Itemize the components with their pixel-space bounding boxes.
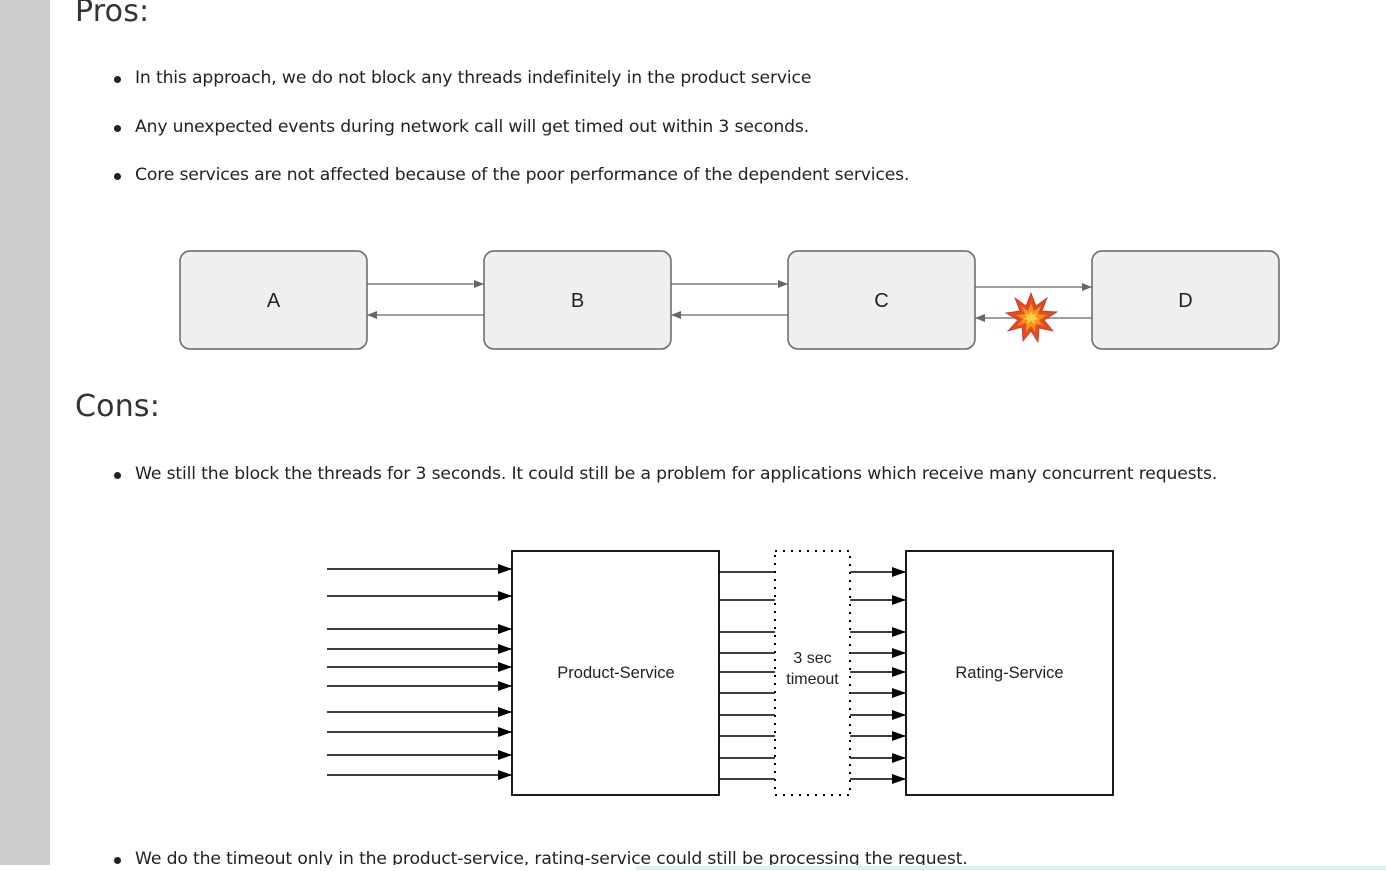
product-service-box: Product-Service: [511, 550, 720, 796]
timeout-box: 3 sec timeout: [774, 550, 851, 796]
outgoing-call-lines: [719, 571, 775, 780]
footer-accent-bar: [636, 866, 1386, 870]
node-a: A: [179, 250, 368, 350]
node-b: B: [483, 250, 672, 350]
product-service-label: Product-Service: [557, 664, 674, 682]
timeout-label-line2: timeout: [786, 671, 839, 688]
left-gutter: [0, 0, 50, 870]
cons-list: We still the block the threads for 3 sec…: [114, 462, 1217, 486]
node-d-label: D: [1178, 290, 1192, 312]
timeout-label-line1: 3 sec: [793, 650, 831, 667]
pros-item: Any unexpected events during network cal…: [114, 115, 909, 139]
rating-request-arrows: [850, 567, 906, 784]
node-b-label: B: [571, 290, 584, 312]
pros-list: In this approach, we do not block any th…: [114, 66, 909, 187]
rating-service-box: Rating-Service: [905, 550, 1114, 796]
node-a-label: A: [267, 290, 281, 312]
cons-heading: Cons:: [75, 389, 161, 424]
node-c-label: C: [874, 290, 888, 312]
cons-item: We still the block the threads for 3 sec…: [114, 462, 1217, 486]
service-chain-diagram: A B C D: [179, 250, 1280, 350]
footer-item: We do the timeout only in the product-se…: [114, 847, 968, 871]
explosion-icon: [1004, 291, 1059, 344]
node-d: D: [1091, 250, 1280, 350]
pros-item: In this approach, we do not block any th…: [114, 66, 909, 90]
footer-list: We do the timeout only in the product-se…: [114, 847, 968, 871]
rating-service-label: Rating-Service: [955, 664, 1063, 682]
pros-item: Core services are not affected because o…: [114, 163, 909, 187]
incoming-request-arrows: [327, 564, 512, 780]
pros-heading: Pros:: [75, 0, 150, 29]
node-c: C: [787, 250, 976, 350]
